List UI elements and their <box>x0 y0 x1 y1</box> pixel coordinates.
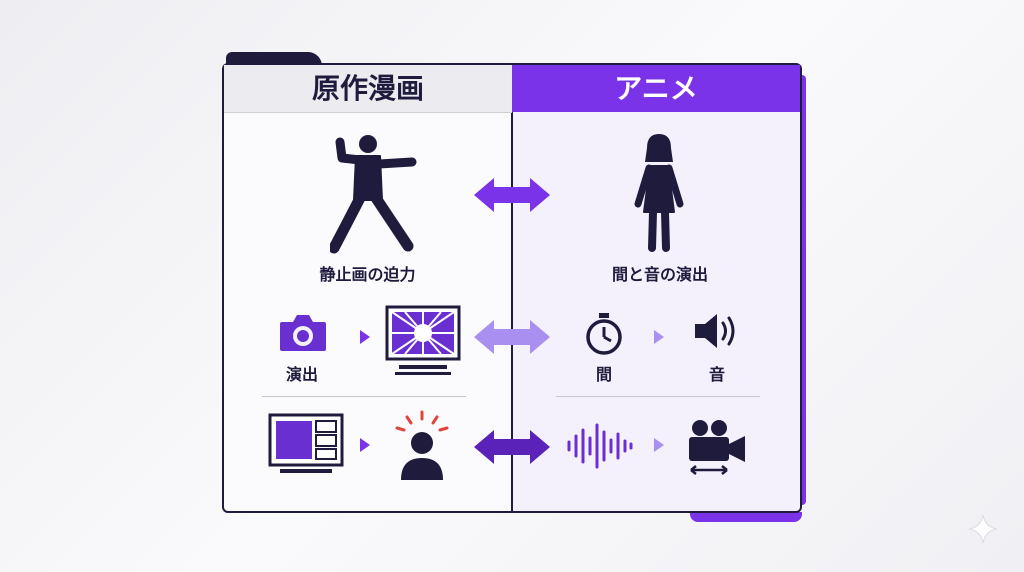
sound-label: 音 <box>708 365 725 384</box>
anime-header: アニメ <box>512 65 800 112</box>
left-panel-tab <box>226 52 322 66</box>
static-impact-label: 静止画の迫力 <box>319 265 416 284</box>
pause-label: 間 <box>595 365 612 384</box>
stopwatch-icon <box>586 313 622 355</box>
reader-surprised-icon <box>395 410 449 480</box>
direction-label: 演出 <box>285 365 318 384</box>
fighting-pose-icon <box>330 135 417 254</box>
anime-title: アニメ <box>614 72 698 105</box>
manga-header: 原作漫画 <box>224 65 512 113</box>
row-separator <box>556 396 760 397</box>
triangle-arrow-icon <box>360 330 370 344</box>
video-camera-icon <box>689 420 745 475</box>
speaker-icon <box>695 314 735 348</box>
right-panel-side-rail <box>801 75 806 505</box>
panel-divider <box>511 63 513 513</box>
triangle-arrow-icon <box>654 330 664 344</box>
triangle-arrow-icon <box>360 438 370 452</box>
timing-sound-direction-label: 間と音の演出 <box>611 265 708 284</box>
triangle-arrow-icon <box>654 438 664 452</box>
camera-icon <box>280 315 326 351</box>
sparkle-icon <box>968 514 998 544</box>
manga-page-layout-icon <box>268 413 344 473</box>
row-separator <box>262 396 466 397</box>
monitor-impact-burst-icon <box>385 305 461 375</box>
manga-title: 原作漫画 <box>311 72 424 105</box>
double-arrow-icon <box>474 178 550 212</box>
sound-wave-icon <box>567 423 633 469</box>
double-arrow-icon <box>474 320 550 354</box>
double-arrow-icon <box>474 430 550 464</box>
standing-character-icon <box>634 134 684 252</box>
right-panel-bottom-rail <box>690 512 802 522</box>
